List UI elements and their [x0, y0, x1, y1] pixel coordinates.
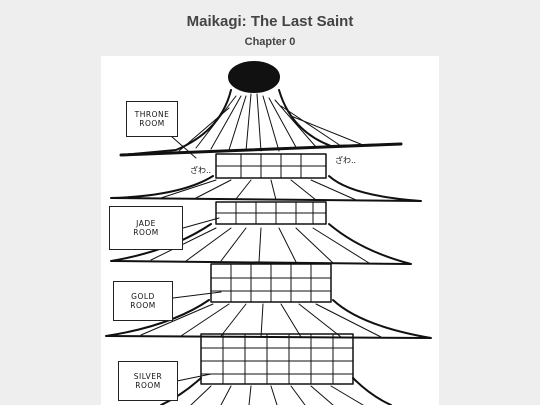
sfx-left: ざわ..	[190, 166, 212, 175]
chapter-label: Chapter 0	[244, 36, 296, 48]
sfx-right: ざわ..	[335, 156, 357, 165]
throne-room-label: THRONE ROOM	[126, 101, 178, 137]
gold-room-label: GOLD ROOM	[113, 281, 173, 321]
silver-room-label: SILVER ROOM	[118, 361, 178, 401]
pagoda-illustration	[105, 61, 432, 405]
page-title: Maikagi: The Last Saint	[186, 13, 354, 30]
jade-room-label: JADE ROOM	[109, 206, 183, 250]
header: Maikagi: The Last Saint Chapter 0	[0, 0, 540, 55]
manga-page[interactable]: THRONE ROOM JADE ROOM GOLD ROOM SILVER R…	[101, 56, 439, 405]
